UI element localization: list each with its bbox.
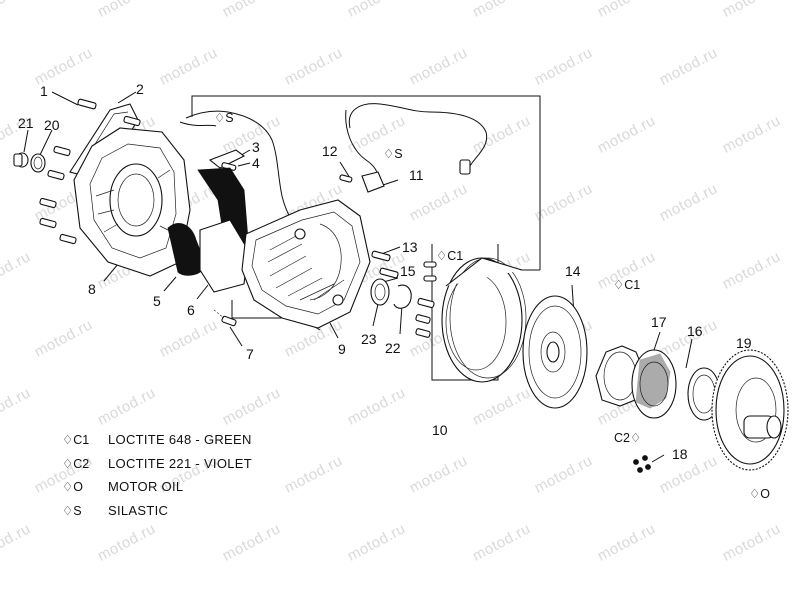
callout-17: 17 xyxy=(651,314,667,330)
drop-icon: ♢ xyxy=(62,480,74,494)
drop-icon: ♢ xyxy=(214,111,226,125)
callout-4: 4 xyxy=(252,155,260,171)
drop-icon: ♢ xyxy=(62,433,74,447)
drop-icon: ♢ xyxy=(613,278,625,292)
legend-row-motor-oil: ♢O MOTOR OIL xyxy=(62,479,322,503)
callout-22: 22 xyxy=(385,340,401,356)
legend-text: LOCTITE 648 - GREEN xyxy=(108,432,252,447)
loctite-c1-note-2: ♢C1 xyxy=(613,278,641,292)
callout-7: 7 xyxy=(246,346,254,362)
callout-12: 12 xyxy=(322,143,338,159)
legend-text: LOCTITE 221 - VIOLET xyxy=(108,455,252,471)
legend-row-silastic: ♢S SILASTIC xyxy=(62,503,322,527)
callout-18: 18 xyxy=(672,446,688,462)
loctite-c2-note: C2♢ xyxy=(614,431,642,445)
drop-icon: ♢ xyxy=(436,249,448,263)
part-13-15-screws xyxy=(371,250,437,338)
motor-oil-note: ♢O xyxy=(749,487,770,501)
callout-11: 11 xyxy=(409,167,424,183)
legend-row-loctite-221: ♢C2 LOCTITE 221 - VIOLET xyxy=(62,456,322,480)
drop-icon: ♢ xyxy=(383,147,395,161)
legend-symbol: ♢C2 xyxy=(62,456,90,471)
loctite-c1-note-1: ♢C1 xyxy=(436,249,464,263)
part-7-screw xyxy=(213,309,237,327)
drop-icon: ♢ xyxy=(749,487,761,501)
part-10-rotor xyxy=(441,257,527,383)
part-14-flywheel xyxy=(522,295,588,409)
part-22-23-bearing-clip xyxy=(370,278,412,309)
part-18-pins xyxy=(633,455,651,473)
part-16-17-freewheel xyxy=(595,345,721,421)
drop-icon: ♢ xyxy=(62,503,74,518)
callout-16: 16 xyxy=(687,323,703,339)
part-9-stator xyxy=(241,199,371,329)
legend: ♢C1 LOCTITE 648 - GREEN ♢C2 LOCTITE 221 … xyxy=(62,432,322,526)
callout-13: 13 xyxy=(402,239,418,255)
callout-6: 6 xyxy=(187,302,195,318)
part-3-4-bracket xyxy=(208,149,246,171)
callout-20: 20 xyxy=(44,117,60,133)
callout-8: 8 xyxy=(88,281,96,297)
callout-2: 2 xyxy=(136,81,144,97)
part-11-12-sensor xyxy=(339,159,471,193)
callout-21: 21 xyxy=(18,115,34,131)
callout-19: 19 xyxy=(736,335,752,351)
silastic-note-1: ♢S xyxy=(214,111,234,125)
legend-row-loctite-648: ♢C1 LOCTITE 648 - GREEN xyxy=(62,432,322,456)
part-20-21-plug-oring xyxy=(13,152,46,173)
legend-symbol: ♢O xyxy=(62,480,83,494)
callout-1: 1 xyxy=(40,83,48,99)
part-5-shield xyxy=(167,167,249,293)
legend-text: MOTOR OIL xyxy=(108,479,184,494)
callout-3: 3 xyxy=(252,139,260,155)
legend-symbol: ♢C1 xyxy=(62,433,90,447)
callout-15: 15 xyxy=(400,263,416,279)
part-8-cover xyxy=(73,127,191,277)
cover-screws xyxy=(39,98,141,245)
legend-symbol: ♢S xyxy=(62,503,82,518)
callout-9: 9 xyxy=(338,341,346,357)
callout-14: 14 xyxy=(565,263,581,279)
drop-icon: ♢ xyxy=(62,456,74,471)
callout-5: 5 xyxy=(153,293,161,309)
callout-23: 23 xyxy=(361,331,377,347)
drop-icon: ♢ xyxy=(629,431,642,445)
silastic-note-2: ♢S xyxy=(383,147,403,161)
legend-text: SILASTIC xyxy=(108,502,169,518)
leader-lines xyxy=(23,91,744,463)
callout-10: 10 xyxy=(432,422,448,438)
part-19-gear xyxy=(711,349,789,471)
